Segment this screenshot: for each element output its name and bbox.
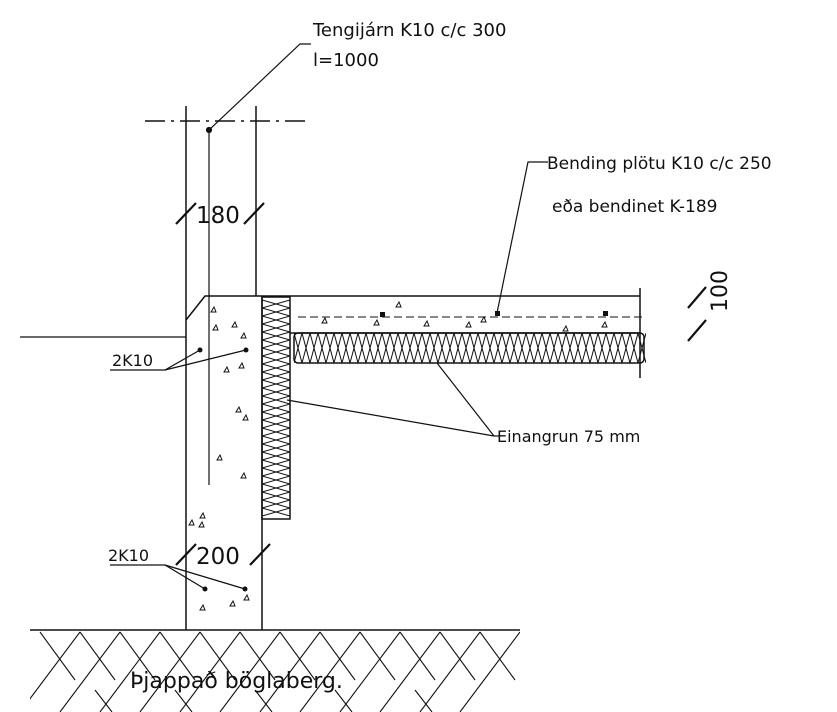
- slab-insulation: [293, 332, 646, 364]
- ground-hatch: [30, 631, 520, 712]
- leader-lines: [110, 43, 548, 590]
- dimension-200: [175, 543, 271, 566]
- slab-thickness-label: 100: [708, 270, 733, 312]
- tie-bar: [205, 126, 213, 485]
- dimension-180: [175, 202, 265, 225]
- insulation-label: Einangrun 75 mm: [497, 427, 640, 446]
- rebar-lower-label: 2K10: [108, 546, 149, 565]
- ground-label: Þjappað böglaberg.: [130, 669, 343, 694]
- slab-rebar-label: Bending plötu K10 c/c 250: [547, 154, 772, 174]
- slab-rebar-alt-label: eða bendinet K-189: [552, 197, 717, 217]
- wall-thickness-lower-label: 200: [196, 544, 240, 570]
- foundation-wall: [185, 295, 640, 630]
- tie-bar-label: Tengijárn K10 c/c 300: [312, 20, 506, 41]
- dimension-100: [687, 286, 707, 342]
- tie-bar-length-label: l=1000: [313, 50, 379, 71]
- wall-thickness-upper-label: 180: [196, 203, 240, 229]
- wall-insulation: [261, 296, 291, 520]
- slab-rebar-dots: [380, 311, 608, 317]
- concrete-aggregate: [188, 300, 608, 611]
- rebar-upper-label: 2K10: [112, 351, 153, 370]
